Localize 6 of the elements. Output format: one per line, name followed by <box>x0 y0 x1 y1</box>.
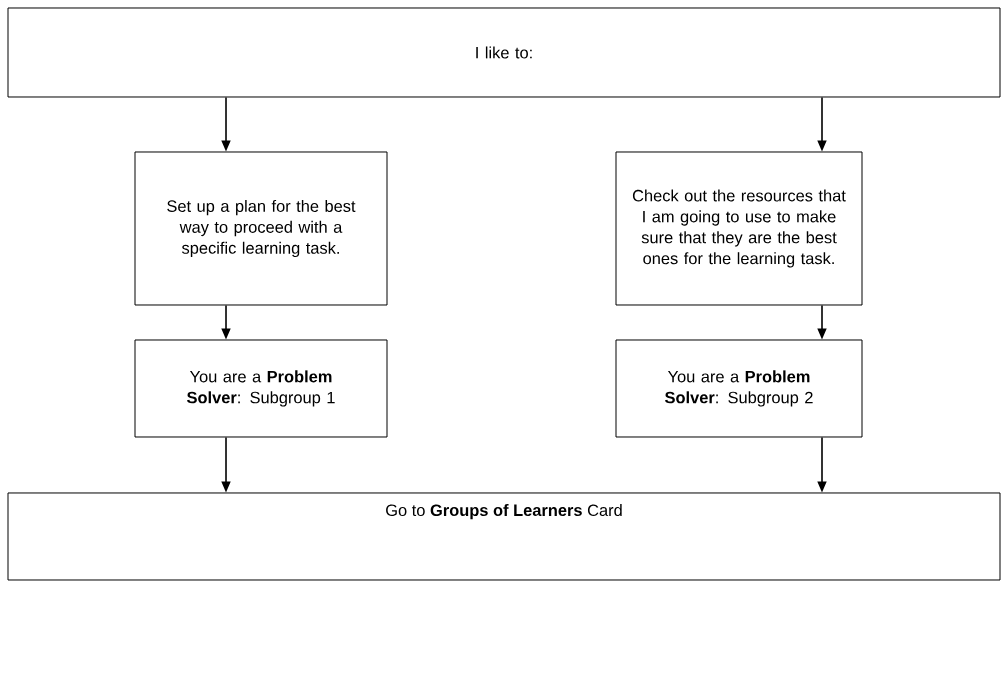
process-box: Check out the resources that I am going to use to make sure that they are the best ones for the learning task. <box>615 151 863 306</box>
process-box: Go to Groups of Learners Card <box>7 492 1001 581</box>
process-box: I like to: <box>7 7 1001 98</box>
process-box: You are a Problem Solver: Subgroup 1 <box>134 339 388 438</box>
process-box: You are a Problem Solver: Subgroup 2 <box>615 339 863 438</box>
process-box: Set up a plan for the best way to proceed with a specific learning task. <box>134 151 388 306</box>
